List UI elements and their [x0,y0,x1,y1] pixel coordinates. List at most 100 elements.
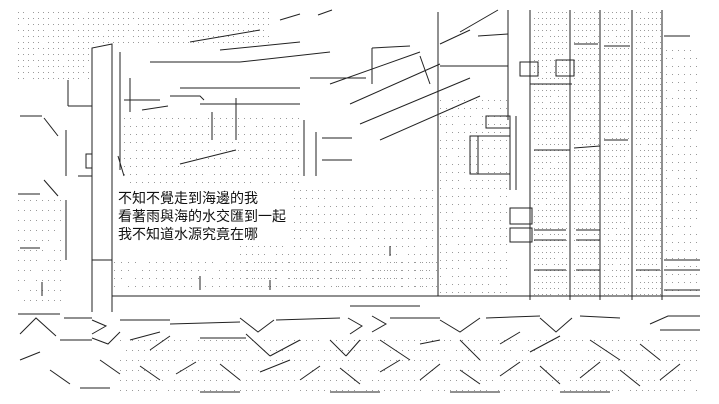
texture-dot [590,246,591,247]
texture-dot [640,156,641,157]
texture-dot [452,292,453,293]
texture-dot [342,390,343,391]
texture-dot [648,210,649,211]
texture-dot [672,66,673,67]
texture-dot [452,180,453,181]
texture-dot [292,142,293,143]
texture-dot [58,54,59,55]
texture-dot [628,144,629,145]
texture-dot [624,72,625,73]
texture-dot [292,134,293,135]
texture-dot [166,182,167,183]
texture-dot [482,292,483,293]
texture-dot [402,214,403,215]
texture-dot [470,228,471,229]
texture-dot [652,222,653,223]
texture-dot [586,132,587,133]
texture-dot [542,60,543,61]
texture-dot [616,150,617,151]
texture-dot [354,206,355,207]
texture-dot [624,276,625,277]
texture-dot [63,30,64,31]
texture-dot [554,168,555,169]
texture-dot [88,60,89,61]
texture-dot [586,228,587,229]
texture-dot [628,108,629,109]
texture-dot [440,108,441,109]
texture-dot [640,192,641,193]
texture-dot [288,390,289,391]
texture-dot [538,264,539,265]
texture-dot [300,238,301,239]
texture-dot [196,182,197,183]
texture-dot [43,18,44,19]
texture-dot [360,340,361,341]
texture-dot [28,72,29,73]
texture-dot [372,214,373,215]
roof-lines [150,45,431,176]
texture-dot [546,132,547,133]
texture-dot [24,280,25,281]
texture-dot [220,182,221,183]
texture-dot [270,360,271,361]
texture-dot [166,126,167,127]
texture-dot [558,108,559,109]
texture-dot [660,90,661,91]
texture-dot [640,210,641,211]
texture-dot [488,204,489,205]
texture-dot [53,60,54,61]
texture-dot [640,78,641,79]
texture-dot [598,198,599,199]
texture-dot [590,210,591,211]
texture-dot [672,242,673,243]
texture-dot [446,252,447,253]
texture-dot [318,270,319,271]
texture-dot [598,288,599,289]
texture-dot [174,340,175,341]
texture-dot [500,180,501,181]
texture-dot [402,222,403,223]
texture-dot [190,142,191,143]
texture-dot [401,270,402,271]
texture-dot [222,390,223,391]
texture-dot [270,340,271,341]
texture-dot [562,294,563,295]
texture-dot [616,180,617,181]
texture-dot [324,198,325,199]
texture-dot [193,42,194,43]
texture-dot [656,132,657,133]
texture-dot [574,294,575,295]
texture-dot [644,240,645,241]
texture-dot [274,182,275,183]
texture-dot [542,246,543,247]
texture-dot [324,380,325,381]
texture-dot [594,282,595,283]
texture-dot [144,370,145,371]
texture-dot [534,282,535,283]
texture-dot [690,350,691,351]
texture-dot [640,30,641,31]
texture-dot [180,370,181,371]
texture-dot [128,30,129,31]
texture-dot [550,90,551,91]
texture-dot [324,214,325,215]
texture-dot [298,150,299,151]
texture-dot [612,78,613,79]
texture-dot [648,102,649,103]
texture-dot [644,156,645,157]
texture-dot [636,90,637,91]
texture-dot [456,370,457,371]
texture-dot [345,270,346,271]
texture-dot [163,36,164,37]
texture-dot [184,134,185,135]
texture-dot [53,66,54,67]
texture-dot [542,18,543,19]
texture-dot [414,198,415,199]
texture-dot [342,270,343,271]
texture-dot [402,270,403,271]
texture-dot [498,350,499,351]
texture-dot [420,370,421,371]
texture-dot [78,48,79,49]
texture-dot [168,42,169,43]
texture-dot [678,370,679,371]
